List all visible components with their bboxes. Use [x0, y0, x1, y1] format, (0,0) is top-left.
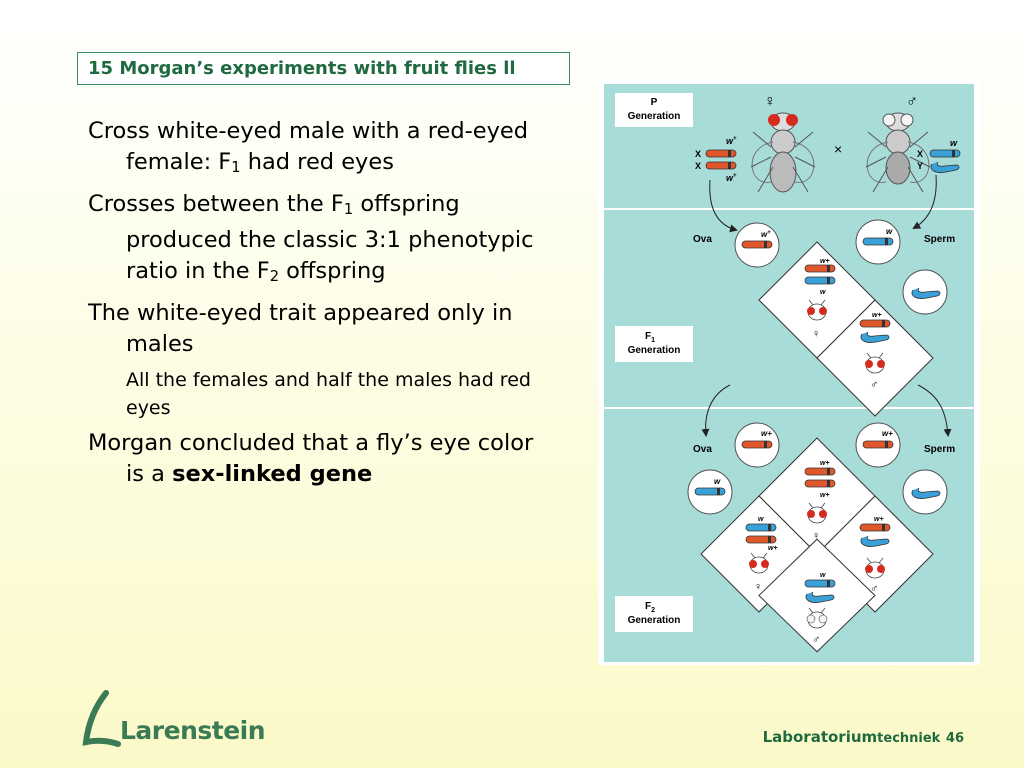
- page-number: 46: [945, 731, 964, 746]
- svg-text:w: w: [886, 227, 893, 236]
- female-fly-icon: [750, 112, 816, 193]
- svg-text:X: X: [917, 149, 923, 159]
- slide-title: 15 Morgan’s experiments with fruit flies…: [77, 52, 570, 85]
- svg-text:♂: ♂: [812, 634, 820, 646]
- svg-text:w+: w+: [874, 516, 884, 523]
- bullet-1: Cross white-eyed male with a red-eyed fe…: [88, 118, 529, 176]
- svg-text:w+: w+: [882, 429, 893, 438]
- svg-text:w+: w+: [768, 545, 778, 552]
- larenstein-logo: [76, 690, 276, 750]
- logo-name: Larenstein: [120, 716, 266, 745]
- male-fly-icon: [865, 112, 931, 193]
- svg-text:w: w: [950, 138, 958, 148]
- f2-ova-label: Ova: [693, 444, 712, 455]
- footer: Laboratoriumtechniek 46: [763, 727, 964, 746]
- svg-text:♂: ♂: [870, 583, 878, 595]
- svg-text:w+: w+: [872, 312, 882, 319]
- svg-text:♀: ♀: [812, 530, 820, 542]
- bullet-4: Morgan concluded that a fly’s eye color …: [88, 430, 534, 487]
- bullet-2: Crosses between the F1 offspring produce…: [88, 191, 534, 285]
- bullet-3: The white-eyed trait appeared only in ma…: [88, 300, 513, 357]
- f1-punnett: w+ w ♀ w+ ♂: [758, 241, 934, 417]
- f2-punnett: w+ w+ ♀ w w+ ♀ w+ ♂ w ♂: [700, 437, 934, 653]
- svg-text:w+: w+: [726, 136, 737, 146]
- svg-text:w+: w+: [761, 429, 772, 438]
- female-symbol: ♀: [764, 93, 776, 110]
- f1-generation-label: Generation: [628, 345, 681, 356]
- male-symbol: ♂: [906, 93, 918, 110]
- f1-sperm-label: Sperm: [924, 234, 955, 245]
- svg-text:w+: w+: [820, 258, 830, 265]
- svg-text:w+: w+: [820, 460, 830, 467]
- svg-text:w+: w+: [726, 173, 737, 183]
- p-label: P: [651, 97, 658, 108]
- svg-text:X: X: [695, 149, 701, 159]
- footer-prefix: Laboratorium: [762, 728, 878, 746]
- svg-text:w: w: [820, 289, 826, 296]
- p-generation-label: Generation: [628, 111, 681, 122]
- svg-text:w: w: [758, 516, 764, 523]
- cross-symbol: ×: [834, 141, 842, 157]
- svg-text:F1: F1: [645, 331, 655, 344]
- sub-bullet-1: All the females and half the males had r…: [126, 369, 531, 419]
- svg-text:X: X: [695, 161, 701, 171]
- svg-text:F2: F2: [645, 601, 655, 614]
- svg-text:♂: ♂: [870, 379, 878, 391]
- svg-text:w+: w+: [761, 230, 771, 239]
- svg-text:w: w: [714, 477, 721, 486]
- svg-text:Y: Y: [917, 161, 923, 171]
- svg-text:w+: w+: [820, 492, 830, 499]
- f1-ova-label: Ova: [693, 234, 712, 245]
- f2-sperm-label: Sperm: [924, 444, 955, 455]
- svg-text:w: w: [820, 572, 826, 579]
- footer-suffix: techniek: [877, 731, 941, 746]
- slide-title-text: 15 Morgan’s experiments with fruit flies…: [88, 58, 516, 79]
- f2-generation-label: Generation: [628, 615, 681, 626]
- inheritance-figure: P Generation F1 Generation F2 Generation…: [598, 80, 980, 665]
- svg-text:♀: ♀: [812, 328, 820, 340]
- slide-body: Cross white-eyed male with a red-eyed fe…: [88, 116, 558, 496]
- svg-text:♀: ♀: [754, 581, 762, 593]
